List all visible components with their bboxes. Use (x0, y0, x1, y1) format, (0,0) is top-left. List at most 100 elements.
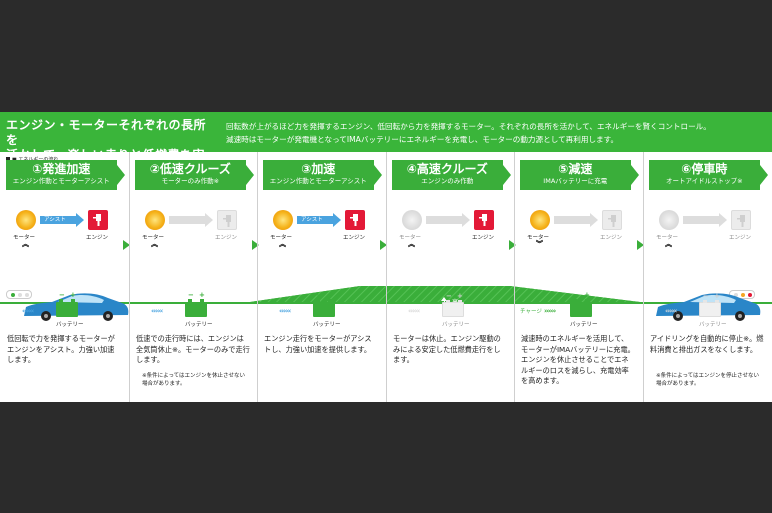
battery-icon: −+ (442, 293, 464, 317)
battery-label: バッテリー (570, 322, 598, 328)
arrow-head-icon (719, 213, 727, 227)
banner-arrow-icon (630, 165, 639, 185)
stage-banner: ②低速クルーズモーターのみ作動※ (135, 160, 246, 190)
battery-label: バッテリー (185, 322, 213, 328)
horizontal-flow-chevrons-icon: ‹‹‹‹‹‹ (665, 307, 677, 315)
battery-plus-icon: + (327, 291, 333, 299)
stage-footnote: ※条件によってはエンジンを休止させない場合があります。 (142, 373, 246, 387)
battery-plus-icon: + (584, 291, 590, 299)
stage-banner: ④高速クルーズエンジンのみ作動 (392, 160, 503, 190)
battery-plus-icon: + (199, 291, 205, 299)
stage-description: アイドリングを自動的に停止※。燃料消費と排出ガスをなくします。 (650, 334, 764, 354)
arrow-shaft (169, 216, 205, 224)
engine-label: エンジン (729, 235, 752, 241)
banner-arrow-icon (502, 165, 511, 185)
stage-banner: ③加速エンジン作動とモーターアシスト (263, 160, 374, 190)
battery-terminal-icon (446, 300, 450, 303)
stage-transition-arrow-icon (122, 240, 130, 250)
engine-icon (474, 210, 494, 230)
green-light-icon (734, 293, 738, 297)
stage-title: ⑤減速 (558, 162, 593, 176)
battery-label: バッテリー (442, 322, 470, 328)
headline-line-1: エンジン・モーターそれぞれの長所を (6, 118, 207, 147)
amber-light-icon (18, 293, 22, 297)
amber-light-icon (741, 293, 745, 297)
battery-terminal-icon (458, 300, 462, 303)
engine-label: エンジン (215, 235, 238, 241)
motor-icon (530, 210, 550, 230)
speed-low-label: 低 (452, 319, 459, 326)
stage-subtitle: IMAバッテリーに充電 (543, 177, 608, 185)
engine-label: エンジン (86, 235, 109, 241)
arrow-shaft (297, 216, 333, 224)
motor-icon (273, 210, 293, 230)
header-bar: エンジン・モーターそれぞれの長所を 活かして、楽しい走りと低燃費を実現。 回転数… (0, 112, 772, 177)
arrow-shaft (40, 216, 76, 224)
motor-engine-arrow (169, 213, 213, 227)
engine-icon (88, 210, 108, 230)
vertical-flow-chevrons-icon: ︽ (151, 240, 158, 248)
assist-label: アシスト (301, 217, 323, 223)
motor-label: モーター (270, 235, 293, 241)
speed-profile-hatch (250, 286, 640, 302)
stage-description: 低速での走行時には、エンジンは全気筒休止※。モーターのみで走行します。 (136, 334, 250, 364)
banner-arrow-icon (373, 165, 382, 185)
green-light-icon (11, 293, 15, 297)
battery-plus-icon: + (457, 292, 463, 300)
arrow-shaft (554, 216, 590, 224)
vertical-flow-chevrons-icon: ︾ (536, 240, 543, 248)
red-light-icon (25, 293, 29, 297)
header-description-line-2: 減速時はモーターが発電機となってIMAバッテリーにエネルギーを充電し、モーターの… (226, 135, 619, 144)
header-description-line-1: 回転数が上がるほど力を発揮するエンジン、低回転から力を発揮するモーター。それぞれ… (226, 122, 711, 131)
vertical-flow-chevrons-icon: ︽ (22, 240, 29, 248)
stage-subtitle: エンジン作動とモーターアシスト (12, 177, 110, 185)
motor-engine-arrow (683, 213, 727, 227)
battery-label: バッテリー (699, 322, 727, 328)
battery-minus-icon: − (188, 291, 194, 299)
motor-icon (402, 210, 422, 230)
stage-description: 低回転で力を発揮するモーターがエンジンをアシスト。力強い加速します。 (7, 334, 115, 364)
battery-minus-icon: − (703, 292, 709, 300)
arrow-head-icon (76, 213, 84, 227)
battery-minus-icon: − (316, 291, 322, 299)
stage-description: 減速時のエネルギーを活用して、モーターがIMAバッテリーに充電。エンジンを休止さ… (521, 334, 635, 385)
battery-minus-icon: − (59, 291, 65, 299)
battery-terminal-icon (71, 299, 75, 302)
stage-transition-arrow-icon (251, 240, 259, 250)
motor-label: モーター (13, 235, 36, 241)
battery-plus-icon: + (714, 292, 720, 300)
stage-divider (386, 152, 387, 402)
stage-description: エンジン走行をモーターがアシストし、力強い加速を提供します。 (264, 334, 372, 354)
battery-terminal-icon (585, 299, 589, 302)
stage-subtitle: モーターのみ作動※ (161, 177, 220, 185)
battery-label: バッテリー (56, 322, 84, 328)
motor-label: モーター (399, 235, 422, 241)
motor-icon (145, 210, 165, 230)
engine-label: エンジン (472, 235, 495, 241)
header-description: 回転数が上がるほど力を発揮するエンジン、低回転から力を発揮するモーター。それぞれ… (226, 120, 766, 146)
battery-terminal-icon (715, 300, 719, 303)
hybrid-diagram-panel: エンジン・モーターそれぞれの長所を 活かして、楽しい走りと低燃費を実現。 回転数… (0, 112, 772, 402)
arrow-head-icon (205, 213, 213, 227)
motor-engine-arrow: アシスト (297, 213, 341, 227)
battery-icon: −+ (313, 292, 335, 317)
stage-banner: ⑥停車時オートアイドルストップ※ (649, 160, 760, 190)
horizontal-flow-chevrons-icon: ›››››› (544, 307, 556, 315)
arrow-shaft (683, 216, 719, 224)
vertical-flow-chevrons-icon: ︽ (408, 240, 415, 248)
horizontal-flow-chevrons-icon: ‹‹‹‹‹‹ (408, 307, 420, 315)
banner-arrow-icon (759, 165, 768, 185)
battery-terminal-icon (573, 299, 577, 302)
stage-transition-arrow-icon (636, 240, 644, 250)
stage-divider (129, 152, 130, 402)
motor-engine-arrow (426, 213, 470, 227)
banner-arrow-icon (245, 165, 254, 185)
battery-terminal-icon (703, 300, 707, 303)
battery-icon: −+ (185, 292, 207, 317)
stage-footnote: ※条件によってはエンジンを停止させない場合があります。 (656, 373, 760, 387)
stage-transition-arrow-icon (508, 240, 516, 250)
legend-square-icon (6, 157, 10, 161)
engine-label: エンジン (600, 235, 623, 241)
stage-subtitle: オートアイドルストップ※ (665, 177, 743, 185)
arrow-head-icon (462, 213, 470, 227)
